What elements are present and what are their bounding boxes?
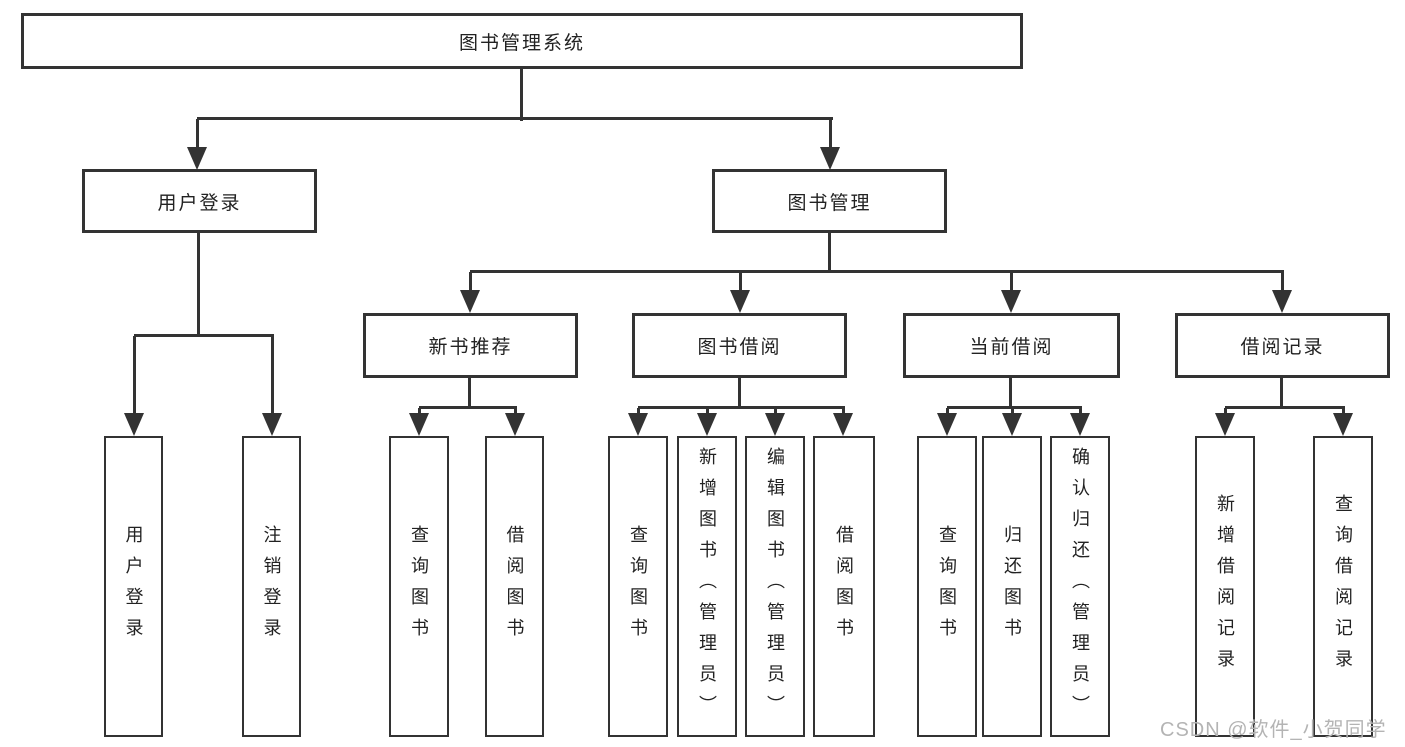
- down-arrow: [124, 336, 144, 436]
- leaf-confirm-return-admin-label: 确认归还（管理员）: [1070, 447, 1090, 726]
- down-arrow: [187, 119, 207, 170]
- connector-root-rail: [197, 117, 833, 120]
- down-arrow: [765, 408, 785, 436]
- connector-root-stem: [520, 67, 523, 121]
- leaf-add-borrow-record-label: 新增借阅记录: [1215, 493, 1235, 680]
- down-arrow: [1001, 272, 1021, 313]
- node-book-borrowing-label: 图书借阅: [697, 337, 782, 358]
- leaf-add-books-admin: 新增图书（管理员）: [677, 436, 737, 737]
- node-new-book-recommend-label: 新书推荐: [428, 337, 513, 358]
- down-arrow: [1333, 408, 1353, 436]
- leaf-add-books-admin-label: 新增图书（管理员）: [697, 447, 717, 726]
- leaf-query-borrow-record: 查询借阅记录: [1313, 436, 1373, 737]
- node-borrow-records: 借阅记录: [1175, 313, 1390, 378]
- connector-user-login-rail: [134, 334, 274, 337]
- leaf-borrow-books-2: 借阅图书: [813, 436, 875, 737]
- leaf-query-books-3-label: 查询图书: [937, 524, 957, 649]
- leaf-return-books: 归还图书: [982, 436, 1042, 737]
- leaf-logout-login-label: 注销登录: [261, 524, 282, 649]
- leaf-borrow-books-1: 借阅图书: [485, 436, 544, 737]
- leaf-user-login-label: 用户登录: [123, 524, 144, 649]
- down-arrow: [833, 408, 853, 436]
- leaf-edit-books-admin-label: 编辑图书（管理员）: [765, 447, 785, 726]
- node-book-management-label: 图书管理: [787, 192, 872, 214]
- node-current-borrowing: 当前借阅: [903, 313, 1120, 378]
- leaf-confirm-return-admin: 确认归还（管理员）: [1050, 436, 1110, 737]
- leaf-query-books-1: 查询图书: [389, 436, 449, 737]
- connector-book-borrow-rail: [638, 406, 845, 409]
- down-arrow: [697, 408, 717, 436]
- leaf-user-login: 用户登录: [104, 436, 163, 737]
- node-new-book-recommend: 新书推荐: [363, 313, 578, 378]
- connector-user-login-stem: [197, 233, 200, 336]
- down-arrow: [460, 272, 480, 313]
- down-arrow: [262, 336, 282, 436]
- node-book-borrowing: 图书借阅: [632, 313, 847, 378]
- connector-borrow-records-stem: [1280, 378, 1283, 408]
- leaf-query-borrow-record-label: 查询借阅记录: [1333, 493, 1353, 680]
- down-arrow: [730, 272, 750, 313]
- leaf-logout-login: 注销登录: [242, 436, 301, 737]
- down-arrow: [1002, 408, 1022, 436]
- down-arrow: [1070, 408, 1090, 436]
- connector-new-book-rail: [419, 406, 517, 409]
- connector-book-borrow-stem: [738, 378, 741, 408]
- leaf-edit-books-admin: 编辑图书（管理员）: [745, 436, 805, 737]
- leaf-borrow-books-1-label: 借阅图书: [504, 524, 525, 649]
- connector-current-borrow-stem: [1009, 378, 1012, 408]
- down-arrow: [628, 408, 648, 436]
- down-arrow: [820, 119, 840, 170]
- connector-book-mgmt-stem: [828, 233, 831, 272]
- leaf-query-books-1-label: 查询图书: [409, 524, 429, 649]
- down-arrow: [505, 408, 525, 436]
- node-book-management: 图书管理: [712, 169, 947, 233]
- node-user-login-label: 用户登录: [157, 192, 242, 214]
- connector-book-mgmt-rail: [470, 270, 1284, 273]
- leaf-query-books-3: 查询图书: [917, 436, 977, 737]
- node-current-borrowing-label: 当前借阅: [969, 337, 1054, 358]
- leaf-add-borrow-record: 新增借阅记录: [1195, 436, 1255, 737]
- down-arrow: [937, 408, 957, 436]
- down-arrow: [409, 408, 429, 436]
- leaf-query-books-2-label: 查询图书: [628, 524, 648, 649]
- connector-borrow-records-rail: [1225, 406, 1345, 409]
- node-library-system-label: 图书管理系统: [458, 32, 585, 54]
- leaf-return-books-label: 归还图书: [1002, 524, 1022, 649]
- leaf-borrow-books-2-label: 借阅图书: [834, 524, 854, 649]
- down-arrow: [1215, 408, 1235, 436]
- csdn-watermark: CSDN @软件_小贺同学: [1160, 719, 1387, 741]
- node-library-system: 图书管理系统: [21, 13, 1023, 69]
- node-borrow-records-label: 借阅记录: [1240, 337, 1325, 358]
- connector-current-borrow-rail: [947, 406, 1082, 409]
- node-user-login: 用户登录: [82, 169, 317, 233]
- leaf-query-books-2: 查询图书: [608, 436, 668, 737]
- connector-new-book-stem: [468, 378, 471, 408]
- down-arrow: [1272, 272, 1292, 313]
